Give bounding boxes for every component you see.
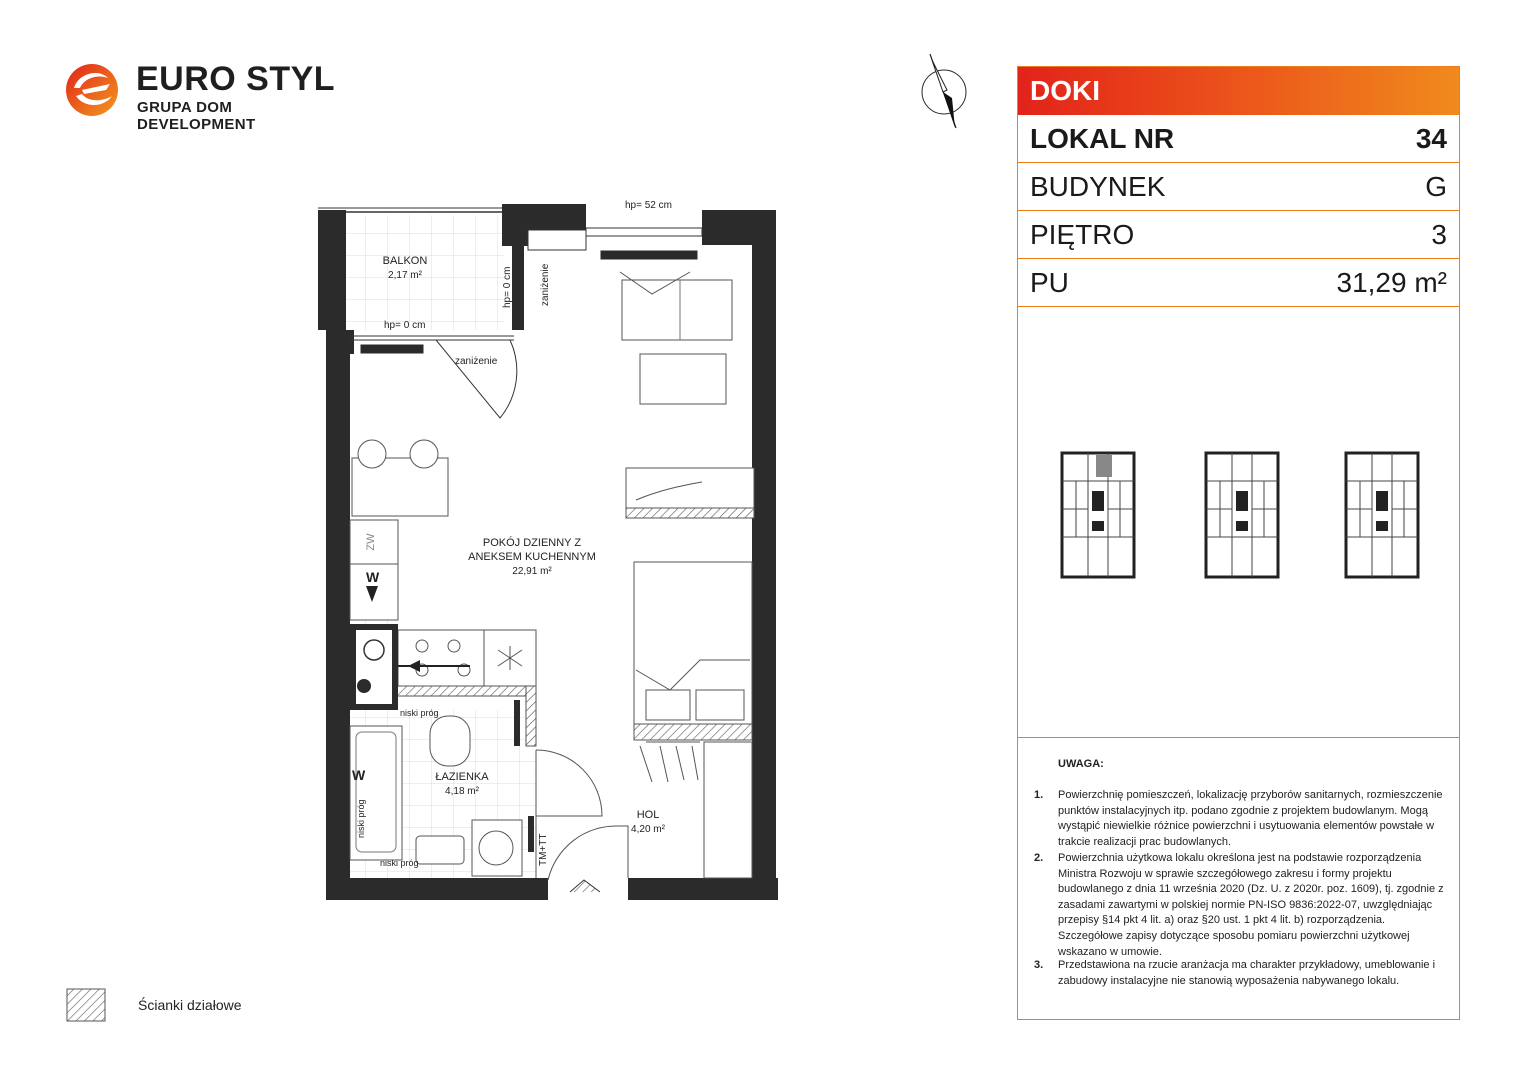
row-label: LOKAL NR [1030, 123, 1175, 154]
note-text: Przedstawiona na rzucie aranżacja ma cha… [1058, 959, 1436, 987]
panel-header: DOKI [1018, 67, 1459, 115]
zw-label: ZW [365, 533, 377, 551]
balcony-area: 2,17 m² [388, 270, 423, 281]
north-arrow-icon [921, 53, 967, 129]
note-text: Powierzchnia użytkowa lokalu określona j… [1058, 852, 1444, 958]
hall-label: HOL [637, 809, 660, 821]
living-room-label-2: ANEKSEM KUCHENNYM [468, 551, 596, 563]
tm-tt-label: TM+TT [538, 834, 549, 867]
note-number: 1. [1034, 789, 1044, 801]
low-threshold-label-1: niski próg [400, 708, 439, 718]
notes-title: UWAGA: [1058, 758, 1104, 770]
note-number: 3. [1034, 959, 1044, 971]
note-text: Powierzchnię pomieszczeń, lokalizację pr… [1058, 789, 1443, 848]
row-building: BUDYNEK G [1018, 163, 1459, 211]
row-value: 34 [1415, 123, 1447, 154]
hp-top-label: hp= 52 cm [625, 200, 672, 211]
key-plan-floor-highlight [1060, 451, 1136, 579]
floor-plan: BALKON 2,17 m² hp= 52 cm hp= 0 cm hp= 0 … [318, 200, 778, 900]
row-value: 31,29 m² [1336, 267, 1448, 298]
investment-name: DOKI [1030, 75, 1100, 106]
row-value: G [1425, 171, 1447, 202]
row-label: BUDYNEK [1030, 171, 1166, 202]
lowering-vertical-label: zaniżenie [540, 263, 551, 306]
floor-key-plans [1058, 451, 1438, 581]
company-logo: EURO STYL GRUPA DOM DEVELOPMENT [62, 58, 342, 133]
low-threshold-label-2: niski próg [356, 799, 366, 838]
hp-balcony-label: hp= 0 cm [384, 320, 425, 331]
euro-styl-logo-icon [66, 64, 118, 116]
notes-section: UWAGA: 1. Powierzchnię pomieszczeń, loka… [1018, 737, 1459, 1020]
brand-subtitle: GRUPA DOM DEVELOPMENT [137, 99, 256, 133]
row-area: PU 31,29 m² [1018, 259, 1459, 307]
hall-area: 4,20 m² [631, 824, 666, 835]
hatch-swatch-icon [66, 988, 106, 1022]
row-unit-number: LOKAL NR 34 [1018, 115, 1459, 163]
low-threshold-label-3: niski próg [380, 858, 419, 868]
row-label: PIĘTRO [1030, 219, 1135, 250]
row-label: PU [1030, 267, 1069, 298]
w-label-2: W [352, 767, 366, 783]
bathroom-area: 4,18 m² [445, 786, 480, 797]
living-room-label-1: POKÓJ DZIENNY Z [483, 536, 581, 549]
row-value: 3 [1431, 219, 1447, 250]
wall [318, 210, 346, 330]
key-plan-floor [1344, 451, 1420, 579]
hp-vertical-label: hp= 0 cm [502, 267, 513, 308]
balcony-floor [346, 215, 504, 330]
brand-name: EURO STYL [136, 60, 336, 98]
living-room-area: 22,91 m² [512, 566, 552, 577]
balcony-label: BALKON [383, 255, 428, 267]
legend-label: Ścianki działowe [138, 997, 242, 1013]
legend: Ścianki działowe [66, 988, 286, 1022]
lowering-label: zaniżenie [455, 356, 498, 367]
note-number: 2. [1034, 852, 1044, 864]
row-floor: PIĘTRO 3 [1018, 211, 1459, 259]
key-plan-floor [1204, 451, 1280, 579]
w-label-1: W [366, 569, 380, 585]
bathroom-label: ŁAZIENKA [435, 771, 489, 783]
info-panel: DOKI LOKAL NR 34 BUDYNEK G PIĘTRO 3 PU 3… [1017, 66, 1460, 1020]
